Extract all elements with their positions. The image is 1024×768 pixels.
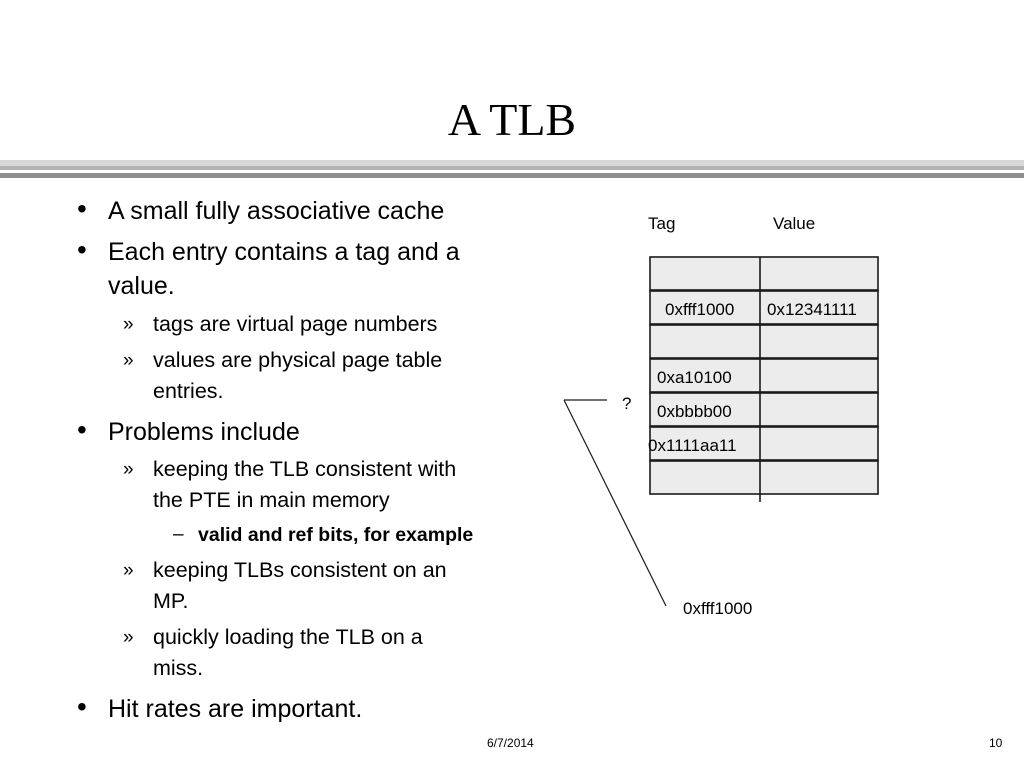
sub-sub-bullet-marker: –	[173, 524, 184, 545]
sub-bullet-marker: »	[123, 459, 134, 480]
sub-bullet-text: keeping the TLB consistent with	[153, 457, 457, 481]
sub-bullet-marker: »	[123, 560, 134, 581]
value-column-header: Value	[773, 214, 816, 233]
bullet-marker: •	[77, 691, 87, 722]
sub-bullet-marker: »	[123, 350, 134, 371]
bullet-marker: •	[77, 234, 87, 265]
sub-bullet-text: tags are virtual page numbers	[153, 312, 438, 336]
tlb-entry-box	[649, 392, 879, 427]
tlb-entry-box	[649, 256, 879, 291]
tag-column-header: Tag	[648, 214, 676, 233]
tlb-entry-box	[649, 426, 879, 461]
tlb-value-cell: 0x12341111	[767, 300, 857, 319]
tlb-tag-cell: 0x1111aa11	[648, 436, 737, 455]
sub-sub-bullet-text: valid and ref bits, for example	[198, 524, 474, 546]
sub-bullet-text-continuation: miss.	[153, 656, 204, 680]
tlb-entry-box	[649, 324, 879, 359]
sub-bullet-text: values are physical page table	[153, 348, 443, 372]
tlb-entry-box	[649, 460, 879, 495]
tlb-tag-cell: 0xa10100	[657, 368, 732, 387]
footer-page-number: 10	[989, 736, 1003, 750]
sub-bullet-marker: »	[123, 627, 134, 648]
question-mark-label: ?	[622, 394, 632, 413]
tlb-entry-box	[649, 290, 879, 325]
bullet-list: • A small fully associative cache • Each…	[77, 193, 474, 723]
lookup-address-label: 0xfff1000	[683, 599, 753, 618]
sub-bullet-text-continuation: the PTE in main memory	[153, 488, 390, 512]
title-rule-mid	[0, 166, 1024, 170]
slide-title: A TLB	[447, 94, 577, 145]
bullet-marker: •	[77, 414, 87, 445]
bullet-marker: •	[77, 193, 87, 224]
tlb-entry-box	[649, 358, 879, 393]
tlb-entry-boxes	[649, 256, 879, 495]
sub-bullet-text: quickly loading the TLB on a	[153, 625, 423, 649]
bullet-text: A small fully associative cache	[108, 197, 445, 225]
bullet-text: Hit rates are important.	[108, 695, 363, 723]
bullet-text-continuation: value.	[108, 272, 175, 300]
bullet-text: Each entry contains a tag and a	[108, 238, 460, 266]
sub-bullet-text-continuation: entries.	[153, 379, 224, 403]
lookup-pointer-line	[563, 399, 667, 607]
sub-bullet-text-continuation: MP.	[153, 589, 189, 613]
tlb-tag-cell: 0xbbbb00	[657, 402, 732, 421]
bullet-text: Problems include	[108, 418, 300, 446]
sub-bullet-text: keeping TLBs consistent on an	[153, 558, 447, 582]
sub-bullet-marker: »	[123, 314, 134, 335]
title-rule-dark	[0, 173, 1024, 178]
title-rule-light	[0, 160, 1024, 166]
tlb-tag-cell: 0xfff1000	[665, 300, 735, 319]
footer-date: 6/7/2014	[487, 736, 534, 750]
